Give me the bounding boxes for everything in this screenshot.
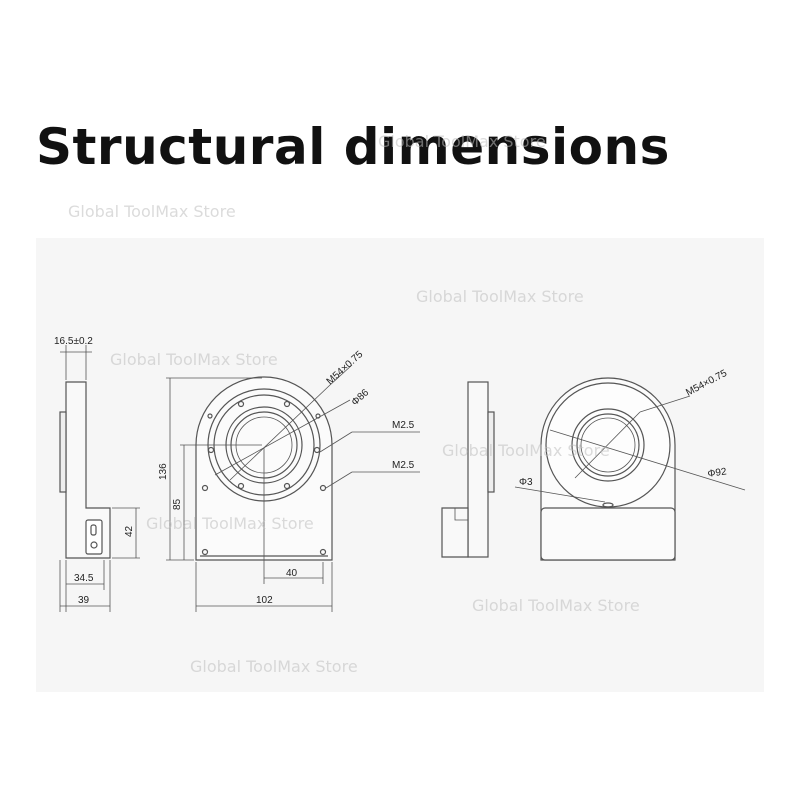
dim-front-hole-offset: 40 (286, 568, 298, 579)
dim-side-height: 42 (124, 525, 135, 537)
dim-front-height-center: 85 (172, 498, 183, 510)
back-side-view (441, 381, 495, 558)
dim-front-screw-top: M2.5 (392, 420, 415, 431)
dim-side-width-outer: 39 (78, 595, 90, 606)
dim-front-thread: M54×0.75 (325, 349, 366, 387)
dim-side-thickness: 16.5±0.2 (54, 336, 93, 347)
dim-front-height-total: 136 (158, 463, 169, 480)
dim-front-diameter: Φ86 (350, 387, 372, 408)
dim-iso-diameter: Φ92 (707, 466, 728, 480)
dim-iso-thread: M54×0.75 (684, 368, 729, 399)
dim-front-screw-bottom: M2.5 (392, 460, 415, 471)
side-view (59, 345, 140, 612)
dim-side-width-inner: 34.5 (74, 573, 94, 584)
iso-view (514, 377, 746, 561)
dim-iso-hole: Φ3 (519, 477, 533, 488)
front-view (166, 364, 420, 612)
dim-front-width: 102 (256, 595, 273, 606)
page-title: Structural dimensions (36, 118, 670, 176)
